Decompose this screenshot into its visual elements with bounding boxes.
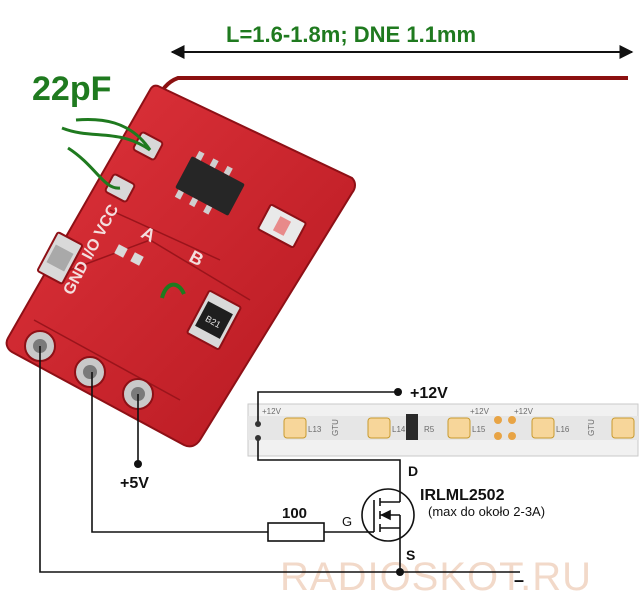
strip-pad-plus — [255, 421, 261, 427]
smd-led — [257, 203, 307, 249]
mosfet-label: IRLML2502 — [420, 487, 505, 504]
capacitor-leads — [61, 117, 152, 190]
led-l15 — [447, 417, 471, 439]
supply-12v-label: +12V — [410, 385, 448, 402]
strip-label-gtu-b: GTU — [587, 419, 596, 436]
b21-component: B21 — [186, 290, 242, 350]
source-label: S — [406, 547, 415, 563]
strip-label-l13: L13 — [308, 425, 322, 434]
jumper-bridge-mark — [160, 282, 186, 299]
wire-io-to-resistor — [91, 372, 268, 533]
jumper-pad-a2 — [130, 252, 144, 266]
node-12v — [394, 388, 402, 396]
schematic-wiring — [39, 346, 520, 573]
led-strip: +12V GTU L13 L14 R5 +12V L15 +12V L16 GT… — [247, 403, 639, 457]
capacitor-label: 22pF — [32, 70, 111, 108]
mosfet-symbol — [361, 488, 415, 542]
strip-label-12v-b: +12V — [470, 407, 490, 416]
resistor-r5 — [406, 414, 418, 440]
node-5v — [134, 460, 142, 468]
watermark: RADIOSKOT.RU — [280, 555, 592, 599]
ic-chip — [174, 150, 245, 216]
mosfet-note: (max do około 2-3A) — [428, 504, 545, 519]
led-l16 — [531, 417, 555, 439]
drain-label: D — [408, 463, 418, 479]
led-l13 — [283, 417, 307, 439]
strip-label-12v-a: +12V — [262, 407, 282, 416]
strip-label-r5: R5 — [424, 425, 435, 434]
strip-label-12v-c: +12V — [514, 407, 534, 416]
wire-gnd — [39, 346, 520, 573]
node-ground — [396, 568, 404, 576]
jumper-pad-a1 — [114, 244, 128, 258]
supply-5v-label: +5V — [120, 475, 149, 492]
ground-label: – — [514, 570, 524, 590]
strip-label-l14: L14 — [392, 425, 406, 434]
wire-strip-to-drain — [257, 440, 401, 490]
gate-label: G — [342, 514, 352, 529]
smd-resistor-left — [37, 231, 83, 285]
strip-label-l16: L16 — [556, 425, 570, 434]
strip-label-gtu-a: GTU — [331, 419, 340, 436]
strip-label-l15: L15 — [472, 425, 486, 434]
wire-12v — [257, 391, 398, 422]
led-l14 — [367, 417, 391, 439]
gate-resistor — [267, 522, 325, 542]
resistor-value-label: 100 — [282, 505, 307, 522]
strip-pad-minus — [255, 435, 261, 441]
wire-length-label: L=1.6-1.8m; DNE 1.1mm — [226, 22, 476, 47]
